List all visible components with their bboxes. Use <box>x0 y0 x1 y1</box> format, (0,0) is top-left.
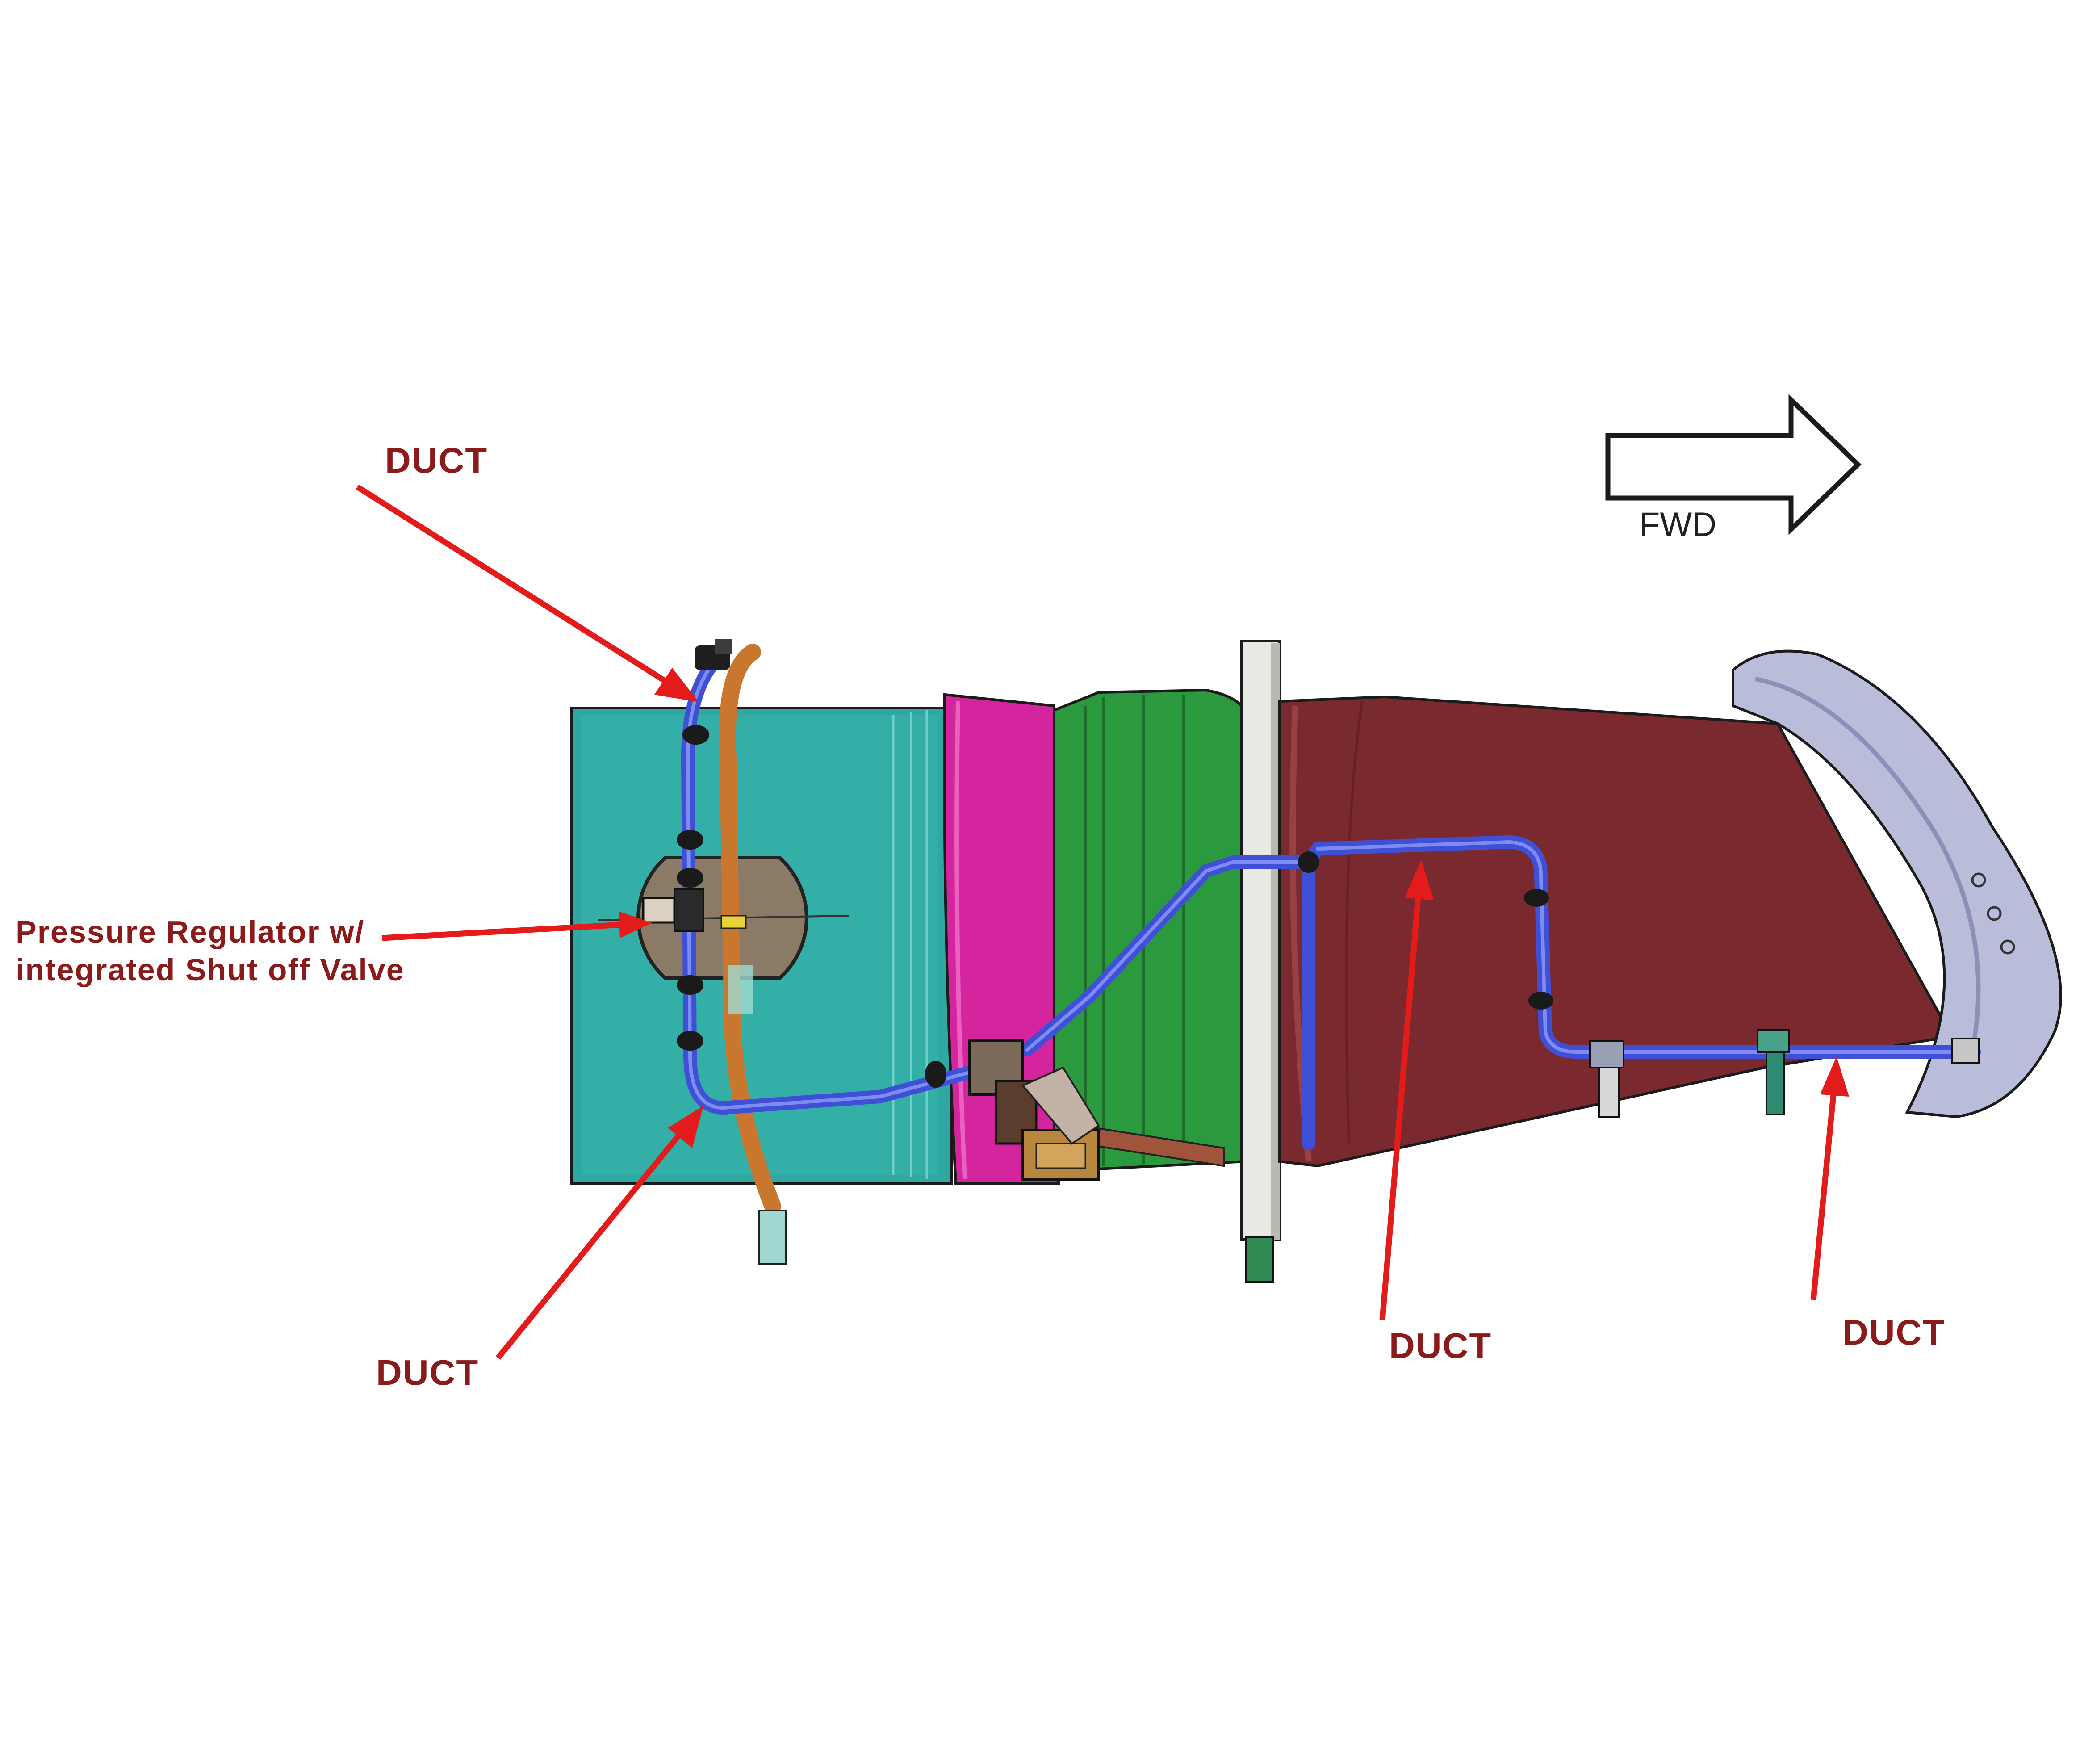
arrow-duct-bottom-right <box>1810 1094 1837 1300</box>
label-duct-bottom-right: DUCT <box>1842 1312 1945 1352</box>
label-regulator-line2: integrated Shut off Valve <box>16 952 405 987</box>
label-duct-top-left: DUCT <box>385 440 488 480</box>
arrow-duct-bottom-middle <box>1379 897 1421 1320</box>
callout-arrows <box>356 484 1849 1360</box>
pipes <box>642 639 1981 1265</box>
arrow-duct-top-left <box>356 484 667 684</box>
arrow-regulator <box>381 922 624 941</box>
engine-body <box>570 640 2062 1283</box>
orange-pipe <box>719 644 781 1215</box>
forward-direction-indicator: FWD <box>1605 394 1862 544</box>
drain-fitting <box>758 1210 787 1265</box>
callout-labels: DUCT Pressure Regulator w/ integrated Sh… <box>16 440 1945 1392</box>
duct-couplings <box>677 725 1553 1088</box>
top-valve <box>695 639 732 670</box>
fwd-arrow-icon <box>1605 394 1862 535</box>
label-duct-bottom-middle: DUCT <box>1389 1326 1492 1366</box>
shutoff-valve-cluster <box>968 1039 1100 1181</box>
forward-fittings <box>1589 1029 1980 1118</box>
arrow-duct-bottom-left <box>495 1130 684 1360</box>
label-regulator-line1: Pressure Regulator w/ <box>16 914 364 949</box>
pressure-regulator-valve <box>642 888 704 932</box>
label-duct-bottom-left: DUCT <box>376 1353 479 1392</box>
fwd-label: FWD <box>1639 506 1716 544</box>
